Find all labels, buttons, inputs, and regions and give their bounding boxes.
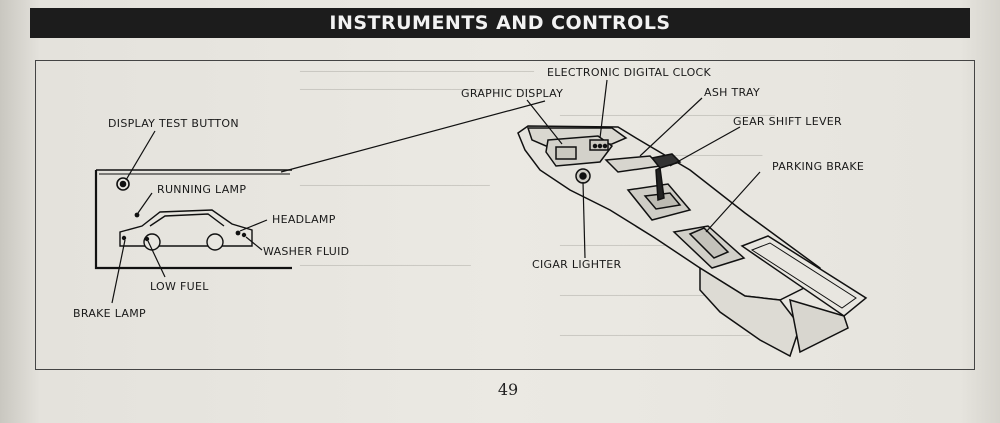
bleed-through-text: ─────────────────────────── [300,260,471,272]
wheel-icon [143,233,224,251]
leader-lines-left [111,100,546,304]
illustration-frame [35,60,975,370]
label-running-lamp: RUNNING LAMP [157,183,246,196]
bleed-through-text: ───────────────────────────────────── [300,84,534,96]
label-ash-tray: ASH TRAY [704,86,760,99]
label-display-test-button: DISPLAY TEST BUTTON [108,117,239,130]
label-cigar-lighter: CIGAR LIGHTER [532,258,622,271]
bleed-through-text: ────────────────────────────── [300,180,490,192]
label-parking-brake: PARKING BRAKE [772,160,864,173]
graphic-display-panel [94,169,292,270]
leader-lines-right [526,79,761,259]
label-washer-fluid: WASHER FLUID [263,245,349,258]
label-low-fuel: LOW FUEL [150,280,209,293]
page-number: 49 [497,380,519,399]
section-title: INSTRUMENTS AND CONTROLS [329,12,671,34]
indicator-lamp-dots [121,212,247,242]
label-gear-shift-lever: GEAR SHIFT LEVER [733,115,842,128]
label-graphic-display: GRAPHIC DISPLAY [461,87,563,100]
section-header-bar: INSTRUMENTS AND CONTROLS [30,8,970,38]
bleed-through-text: ────────────────────────────── [560,330,750,342]
bleed-through-text: ───────────────────────────────────── [300,66,534,78]
bleed-through-text: ────────────────────────────────── [560,110,775,122]
label-brake-lamp: BRAKE LAMP [73,307,146,320]
display-test-button-icon [116,177,130,191]
car-silhouette-icon [119,209,253,247]
label-headlamp: HEADLAMP [272,213,336,226]
label-electronic-digital-clock: ELECTRONIC DIGITAL CLOCK [547,66,712,79]
